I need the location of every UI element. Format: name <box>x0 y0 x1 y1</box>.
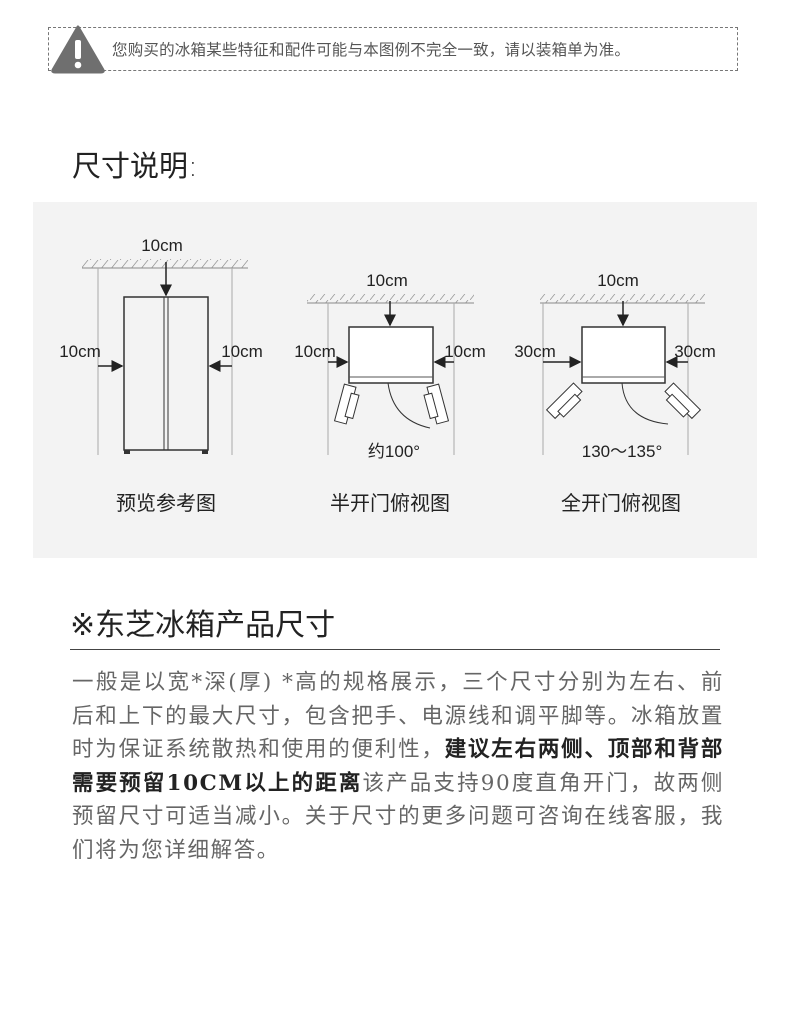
door-angle-label: 约100° <box>368 442 420 461</box>
clearance-recommendation: 建议左右两侧、顶部和背部需要预留10CM以上的距离 <box>72 737 725 796</box>
size-description: 一般是以宽*深(厚) *高的规格展示，三个尺寸分别为左右、前后和上下的最大尺寸，… <box>72 666 724 867</box>
right-clearance-label: 10cm <box>444 342 486 361</box>
full-open-diagram: 10cm 30cm 30cm 130～135° 全开门俯视图 <box>514 271 716 515</box>
divider <box>70 649 720 650</box>
warning-icon <box>51 25 105 74</box>
product-size-title: ※东芝冰箱产品尺寸 <box>70 608 336 643</box>
dimensions-title: 尺寸说明: <box>72 149 198 183</box>
left-clearance-label: 10cm <box>294 342 336 361</box>
top-clearance-label: 10cm <box>141 236 183 255</box>
left-clearance-label: 10cm <box>59 342 101 361</box>
clearance-diagrams: 10cm 10cm 10cm 预览参考图 10cm 10cm 10cm 约100… <box>59 236 716 515</box>
description-text: 一般是以宽*深(厚) *高的规格展示，三个尺寸分别为左右、前后和上下的最大尺寸，… <box>72 670 724 762</box>
notice-box <box>48 27 738 71</box>
left-clearance-label: 30cm <box>514 342 556 361</box>
diagram-caption: 全开门俯视图 <box>561 491 681 515</box>
description-text-cont: 该产品支持90度直角开门，故两侧预留尺寸可适当减小。关于尺寸的更多问题可咨询在线… <box>72 770 724 863</box>
right-clearance-label: 10cm <box>221 342 263 361</box>
half-open-diagram: 10cm 10cm 10cm 约100° 半开门俯视图 <box>294 271 486 515</box>
preview-diagram: 10cm 10cm 10cm 预览参考图 <box>59 236 263 515</box>
door-angle-label: 130～135° <box>582 442 663 461</box>
top-clearance-label: 10cm <box>597 271 639 290</box>
right-clearance-label: 30cm <box>674 342 716 361</box>
diagram-caption: 预览参考图 <box>116 491 216 515</box>
diagram-caption: 半开门俯视图 <box>330 491 450 515</box>
top-clearance-label: 10cm <box>366 271 408 290</box>
notice-text: 您购买的冰箱某些特征和配件可能与本图例不完全一致，请以装箱单为准。 <box>112 41 631 59</box>
